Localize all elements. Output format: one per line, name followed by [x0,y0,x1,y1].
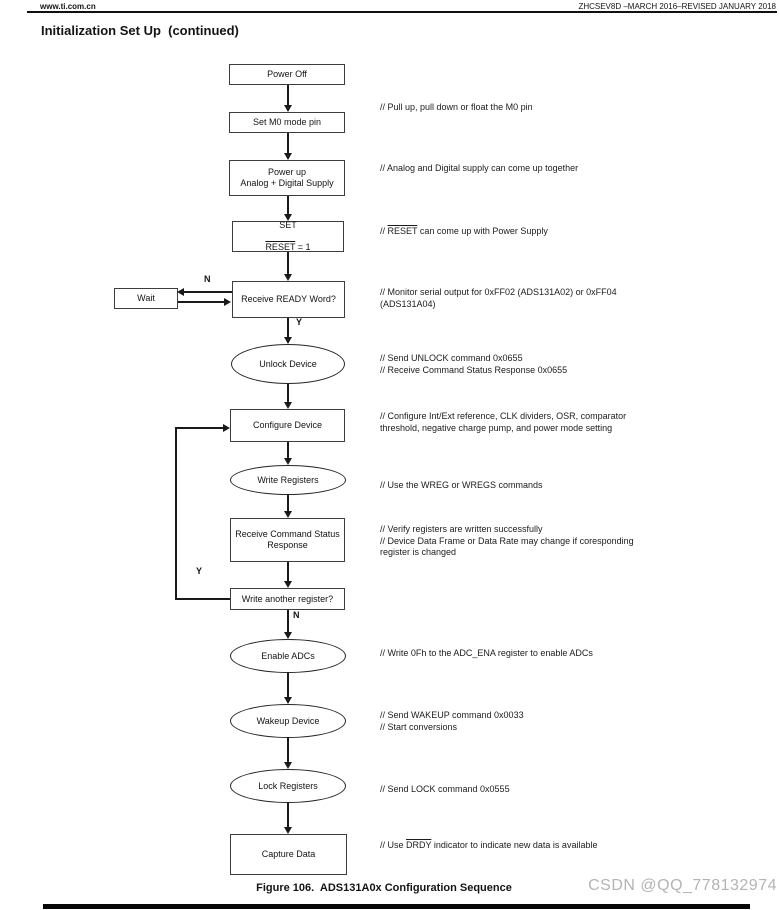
arrowhead-left-icon [177,288,184,296]
loop-line-vertical [175,427,177,600]
arrow-status-to-write-another [287,562,289,582]
arrow-ready-to-unlock [287,318,289,338]
node-power-off-label: Power Off [267,69,307,79]
comment-lock: // Send LOCK command 0x0555 [380,784,510,794]
arrow-configure-to-write-registers [287,442,289,459]
node-set-reset: SET RESET = 1 [232,220,344,253]
comment-unlock: // Send UNLOCK command 0x0655 // Receive… [380,353,568,375]
arrowhead-down-icon [284,827,292,834]
figure-caption: Figure 106. ADS131A0x Configuration Sequ… [256,882,512,894]
node-set-m0-mode-pin: Set M0 mode pin [229,112,345,133]
branch-label-n-next: N [293,610,300,620]
node-unlock-device: Unlock Device [231,344,345,384]
node-unlock-label: Unlock Device [259,358,317,369]
arrow-write-registers-to-status [287,495,289,512]
comment-adc-ena: // Write 0Fh to the ADC_ENA register to … [380,648,593,658]
reset-equals-one: = 1 [295,242,311,252]
node-enable-adcs-label: Enable ADCs [261,650,315,661]
arrowhead-right-icon [224,298,231,306]
comment-reset: // RESET can come up with Power Supply [380,226,548,238]
header-rule [27,11,777,13]
node-receive-command-status: Receive Command Status Response [230,518,345,562]
node-wait: Wait [114,288,178,309]
node-power-up-supply: Power up Analog + Digital Supply [229,160,345,196]
loop-line-bottom [175,598,230,600]
section-title: Initialization Set Up (continued) [41,23,239,38]
arrowhead-down-icon [284,214,292,221]
node-wait-label: Wait [137,293,155,303]
arrowhead-right-icon [223,424,230,432]
node-lock-registers-label: Lock Registers [258,780,318,791]
arrow-set-m0-to-power-up [287,133,289,154]
arrowhead-down-icon [284,581,292,588]
branch-label-y-ready: Y [296,317,303,327]
arrow-unlock-to-configure [287,384,289,403]
branch-label-y-loop: Y [196,566,203,576]
node-wakeup-device: Wakeup Device [230,704,346,738]
reset-signal-overline: RESET [265,242,296,252]
node-wakeup-label: Wakeup Device [256,715,320,726]
node-write-registers: Write Registers [230,465,346,495]
node-enable-adcs: Enable ADCs [230,639,346,673]
node-write-another-label: Write another register? [241,593,334,604]
arrow-lock-to-capture [287,802,289,828]
csdn-watermark: CSDN @QQ_778132974 [588,877,777,894]
arrowhead-down-icon [284,402,292,409]
node-capture-data: Capture Data [230,834,347,875]
header-doc-revision: ZHCSEV8D –MARCH 2016–REVISED JANUARY 201… [578,2,776,11]
arrowhead-down-icon [284,337,292,344]
arrow-wakeup-to-lock [287,737,289,763]
arrowhead-down-icon [284,105,292,112]
comment-wakeup: // Send WAKEUP command 0x0033 // Start c… [380,710,524,732]
arrowhead-down-icon [284,632,292,639]
node-set-reset-line1: SET [279,220,297,230]
arrowhead-down-icon [284,697,292,704]
comment-drdy: // Use DRDY indicator to indicate new da… [380,840,597,852]
drdy-signal-overline: DRDY [406,840,432,850]
node-receive-ready-word: Receive READY Word? [232,281,345,318]
arrowhead-down-icon [284,153,292,160]
bottom-bar [43,904,750,909]
node-power-up-label: Power up Analog + Digital Supply [240,167,334,188]
arrow-write-another-to-enable-adcs [287,610,289,633]
node-lock-registers: Lock Registers [230,769,346,803]
arrowhead-down-icon [284,458,292,465]
arrowhead-down-icon [284,762,292,769]
node-configure-label: Configure Device [252,420,323,430]
branch-label-n-wait: N [204,274,211,284]
node-write-another-register: Write another register? [230,588,345,610]
arrowhead-down-icon [284,274,292,281]
comment-supply: // Analog and Digital supply can come up… [380,163,579,173]
node-write-registers-label: Write Registers [257,474,319,485]
comment-reset-post: can come up with Power Supply [417,226,548,236]
comment-m0-pin: // Pull up, pull down or float the M0 pi… [380,102,533,112]
comment-configure: // Configure Int/Ext reference, CLK divi… [380,411,627,433]
node-receive-ready-label: Receive READY Word? [241,294,336,304]
node-capture-data-label: Capture Data [261,849,316,859]
node-receive-command-status-label: Receive Command Status Response [235,529,340,550]
arrow-wait-to-ready [178,301,225,303]
comment-reset-pre: // [380,226,388,236]
reset-signal-overline: RESET [387,226,418,236]
node-set-reset-line2: RESET = 1 [265,242,310,253]
arrow-power-up-to-set-reset [287,196,289,215]
loop-line-top [176,427,224,429]
node-power-off: Power Off [229,64,345,85]
comment-wreg: // Use the WREG or WREGS commands [380,480,543,490]
comment-drdy-pre: // Use [380,840,407,850]
comment-ready-word: // Monitor serial output for 0xFF02 (ADS… [380,287,617,309]
arrowhead-down-icon [284,511,292,518]
header-site-url: www.ti.com.cn [40,2,96,11]
comment-verify: // Verify registers are written successf… [380,524,634,557]
arrow-ready-to-wait [184,291,232,293]
node-set-m0-label: Set M0 mode pin [252,117,322,127]
arrow-power-off-to-set-m0 [287,85,289,106]
arrow-enable-adcs-to-wakeup [287,673,289,698]
comment-drdy-post: indicator to indicate new data is availa… [431,840,598,850]
arrow-set-reset-to-ready [287,252,289,275]
node-configure-device: Configure Device [230,409,345,442]
